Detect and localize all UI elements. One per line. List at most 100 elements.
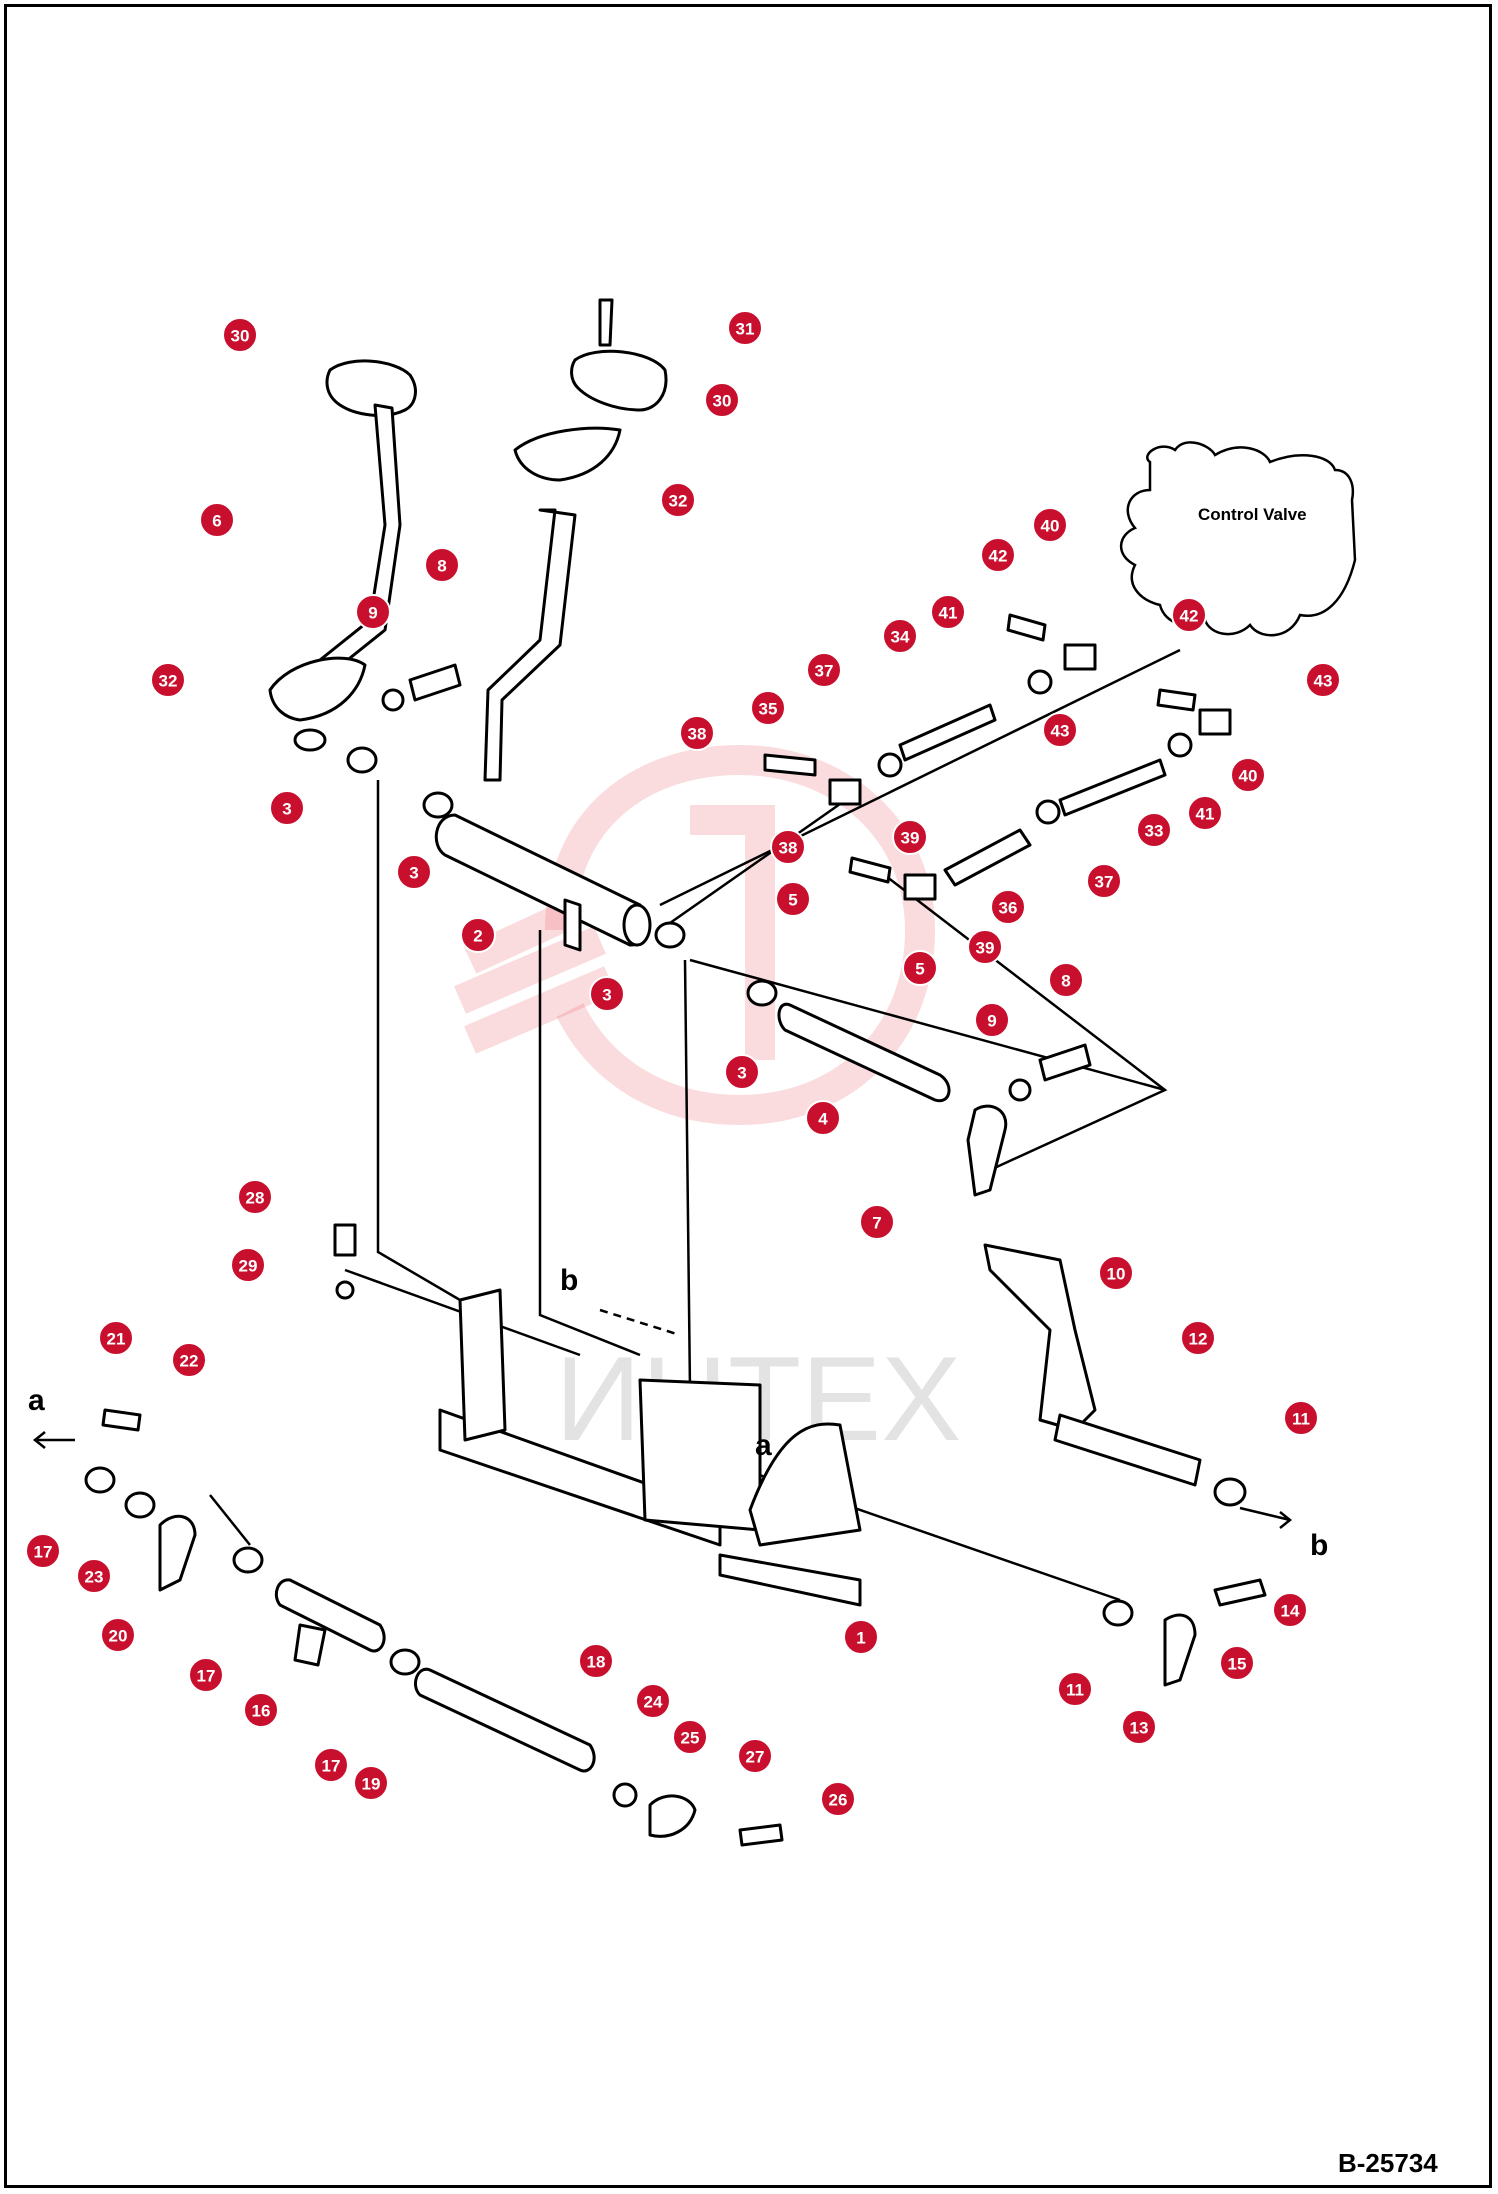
callout-35: 35 bbox=[750, 690, 786, 726]
callout-42: 42 bbox=[980, 537, 1016, 573]
flow-label-b-right: b bbox=[1310, 1529, 1328, 1562]
callout-13: 13 bbox=[1121, 1709, 1157, 1745]
callout-marker bbox=[775, 881, 811, 917]
callout-22: 22 bbox=[171, 1342, 207, 1378]
callout-26: 26 bbox=[820, 1781, 856, 1817]
callout-39: 39 bbox=[967, 929, 1003, 965]
callout-marker bbox=[1180, 1320, 1216, 1356]
drawing-frame bbox=[4, 4, 1492, 2188]
callout-number: 40 bbox=[1041, 517, 1060, 536]
callout-marker bbox=[1272, 1592, 1308, 1628]
callout-number: 36 bbox=[999, 899, 1018, 918]
arm-link bbox=[966, 1104, 1008, 1197]
callout-number: 32 bbox=[669, 492, 688, 511]
callout-marker bbox=[396, 854, 432, 890]
callout-11: 11 bbox=[1283, 1400, 1319, 1436]
callout-number: 24 bbox=[644, 1693, 663, 1712]
callout-number: 37 bbox=[1095, 873, 1114, 892]
callout-marker bbox=[578, 1643, 614, 1679]
callout-number: 42 bbox=[989, 547, 1008, 566]
callout-marker bbox=[353, 1765, 389, 1801]
callout-8: 8 bbox=[1048, 962, 1084, 998]
drawing-number: B-25734 bbox=[1338, 2148, 1438, 2178]
callout-marker bbox=[679, 715, 715, 751]
callout-number: 3 bbox=[602, 986, 611, 1005]
callout-marker bbox=[1136, 812, 1172, 848]
callout-number: 5 bbox=[915, 960, 924, 979]
callout-number: 38 bbox=[688, 725, 707, 744]
callout-number: 25 bbox=[681, 1729, 700, 1748]
callout-marker bbox=[222, 317, 258, 353]
callout-number: 9 bbox=[987, 1012, 996, 1031]
callout-number: 28 bbox=[246, 1189, 265, 1208]
arrow-a-left bbox=[32, 1431, 75, 1449]
callout-18: 18 bbox=[578, 1643, 614, 1679]
lever-shaft bbox=[434, 813, 652, 952]
callout-5: 5 bbox=[775, 881, 811, 917]
callout-38: 38 bbox=[770, 829, 806, 865]
callout-marker bbox=[806, 652, 842, 688]
main-bracket bbox=[438, 1288, 862, 1607]
callout-42: 42 bbox=[1171, 597, 1207, 633]
callout-marker bbox=[460, 917, 496, 953]
callout-17: 17 bbox=[25, 1533, 61, 1569]
callout-41: 41 bbox=[1187, 795, 1223, 831]
callout-6: 6 bbox=[199, 502, 235, 538]
callout-number: 3 bbox=[737, 1064, 746, 1083]
callout-marker bbox=[843, 1619, 879, 1655]
callout-number: 26 bbox=[829, 1791, 848, 1810]
callout-marker bbox=[313, 1747, 349, 1783]
left-control-lever bbox=[268, 359, 417, 752]
callout-number: 7 bbox=[872, 1214, 881, 1233]
callout-number: 18 bbox=[587, 1653, 606, 1672]
callout-28: 28 bbox=[237, 1179, 273, 1215]
callout-marker bbox=[1057, 1671, 1093, 1707]
callout-9: 9 bbox=[355, 594, 391, 630]
callout-number: 23 bbox=[85, 1568, 104, 1587]
callout-marker bbox=[150, 662, 186, 698]
callout-marker bbox=[98, 1320, 134, 1356]
callout-marker bbox=[1042, 712, 1078, 748]
callout-number: 17 bbox=[197, 1667, 216, 1686]
callout-marker bbox=[199, 502, 235, 538]
callout-marker bbox=[1098, 1255, 1134, 1291]
callout-marker bbox=[974, 1002, 1010, 1038]
callout-marker bbox=[237, 1179, 273, 1215]
callout-17: 17 bbox=[188, 1657, 224, 1693]
callout-marker bbox=[589, 976, 625, 1012]
callout-number: 20 bbox=[109, 1627, 128, 1646]
callout-25: 25 bbox=[672, 1719, 708, 1755]
callout-number: 41 bbox=[1196, 805, 1215, 824]
callout-33: 33 bbox=[1136, 812, 1172, 848]
pin bbox=[777, 1002, 951, 1103]
callout-marker bbox=[882, 618, 918, 654]
callout-marker bbox=[1121, 1709, 1157, 1745]
callout-marker bbox=[902, 950, 938, 986]
callout-marker bbox=[660, 482, 696, 518]
callout-number: 34 bbox=[891, 628, 910, 647]
callout-4: 4 bbox=[805, 1100, 841, 1136]
callout-17: 17 bbox=[313, 1747, 349, 1783]
arrow-b-right bbox=[1239, 1506, 1293, 1529]
callout-39: 39 bbox=[892, 819, 928, 855]
callout-marker bbox=[1219, 1645, 1255, 1681]
callout-marker bbox=[980, 537, 1016, 573]
callout-43: 43 bbox=[1042, 712, 1078, 748]
callout-15: 15 bbox=[1219, 1645, 1255, 1681]
control-rods bbox=[763, 613, 1232, 901]
callout-number: 6 bbox=[212, 512, 221, 531]
bushings bbox=[346, 746, 778, 1007]
callout-marker bbox=[100, 1617, 136, 1653]
callout-number: 11 bbox=[1066, 1681, 1084, 1700]
callout-30: 30 bbox=[222, 317, 258, 353]
callout-number: 16 bbox=[252, 1702, 271, 1721]
callout-number: 14 bbox=[1281, 1602, 1300, 1621]
callout-number: 8 bbox=[1061, 972, 1070, 991]
callout-marker bbox=[737, 1738, 773, 1774]
callout-number: 1 bbox=[856, 1629, 865, 1648]
top-bolts bbox=[381, 663, 1092, 1102]
callout-number: 37 bbox=[815, 662, 834, 681]
callout-marker bbox=[188, 1657, 224, 1693]
callout-marker bbox=[892, 819, 928, 855]
callout-number: 15 bbox=[1228, 1655, 1247, 1674]
